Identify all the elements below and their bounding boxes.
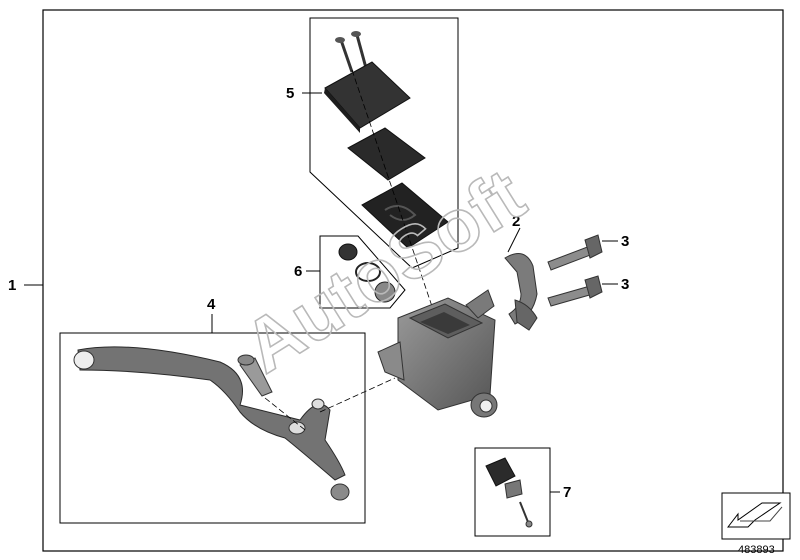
callout-4[interactable]: 4 <box>207 296 216 313</box>
diagram-number: 483893 <box>738 544 775 556</box>
reservoir-cover <box>324 61 411 129</box>
assembly-frame <box>42 9 784 552</box>
lever-axis-line <box>319 377 396 413</box>
brake-lever <box>73 346 346 481</box>
navigation-arrow-icon[interactable] <box>721 492 791 540</box>
clamp-bolt-lower <box>547 275 603 307</box>
group-6-frame <box>319 235 406 309</box>
brake-light-switch <box>485 457 533 528</box>
callout-5[interactable]: 5 <box>286 85 294 102</box>
cover-axis-line <box>351 69 441 331</box>
lever-pivot-pin <box>237 354 273 397</box>
master-cylinder-body <box>377 289 498 418</box>
group-5-frame <box>309 17 459 269</box>
piston-seal <box>374 281 396 303</box>
lever-bushing <box>330 483 350 501</box>
callout-7[interactable]: 7 <box>563 484 571 501</box>
callout-2-leader <box>507 227 521 253</box>
callout-1[interactable]: 1 <box>8 277 16 294</box>
clamp-bolt-upper <box>547 234 603 271</box>
callout-3-upper[interactable]: 3 <box>621 233 629 250</box>
cover-plate <box>347 127 426 181</box>
rubber-diaphragm <box>361 182 449 249</box>
handlebar-clamp <box>504 253 538 331</box>
diaphragm-fold <box>384 205 417 221</box>
cover-screws <box>335 31 368 73</box>
callout-3-lower[interactable]: 3 <box>621 276 629 293</box>
reservoir-cover-edge <box>324 88 360 133</box>
o-ring <box>355 262 381 282</box>
dust-cap <box>338 243 358 261</box>
callout-2[interactable]: 2 <box>512 213 520 230</box>
callout-6[interactable]: 6 <box>294 263 302 280</box>
